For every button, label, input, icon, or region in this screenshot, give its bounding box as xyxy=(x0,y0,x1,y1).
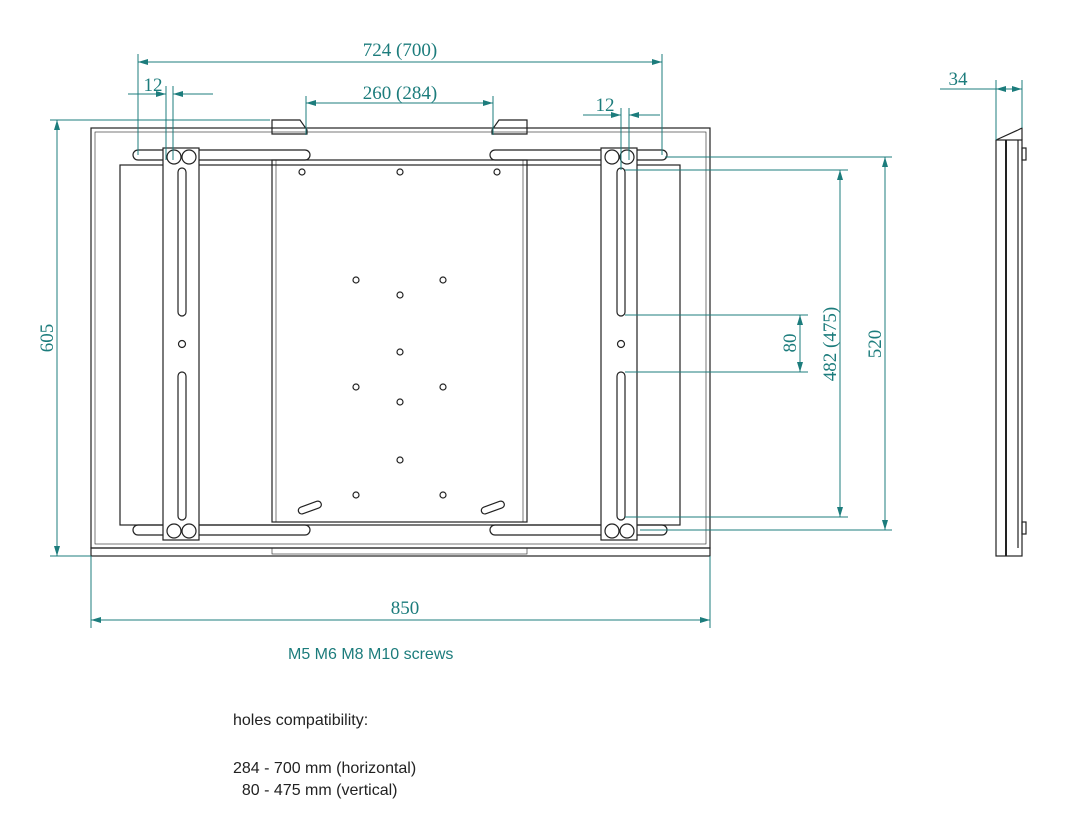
compatibility-vertical: 80 - 475 mm (vertical) xyxy=(233,782,398,799)
dim-overall-width-holes: 724 (700) xyxy=(363,40,437,61)
mount-side-view xyxy=(995,127,1027,557)
dim-width-total: 850 xyxy=(391,598,420,619)
dim-depth: 34 xyxy=(949,69,969,90)
dim-slot-spacing: 80 xyxy=(780,334,801,353)
compatibility-horizontal: 284 - 700 mm (horizontal) xyxy=(233,760,417,777)
dim-left-offset: 12 xyxy=(144,75,163,96)
dim-height-total: 605 xyxy=(37,324,58,353)
mount-front-view xyxy=(90,119,711,557)
dim-vertical-rail-span: 520 xyxy=(865,330,886,359)
dim-right-offset: 12 xyxy=(596,95,615,116)
dim-hook-spacing: 260 (284) xyxy=(363,83,437,104)
dimension-lines xyxy=(50,54,1023,628)
compatibility-title: holes compatibility: xyxy=(233,712,369,729)
screws-caption: M5 M6 M8 M10 screws xyxy=(288,646,454,663)
dim-vertical-holes: 482 (475) xyxy=(820,307,841,381)
